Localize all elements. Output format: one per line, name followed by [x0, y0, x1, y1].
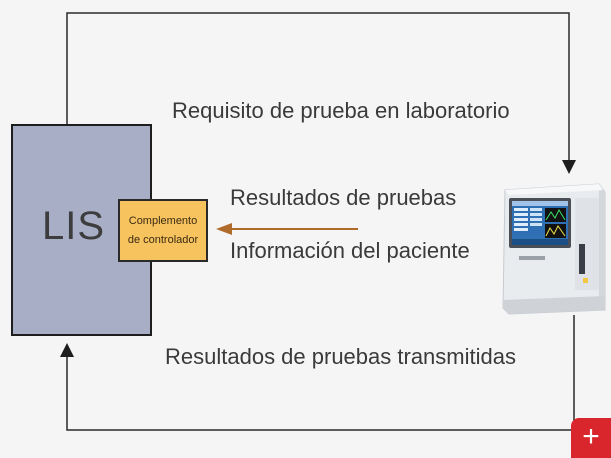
transmitted-arrowhead [60, 343, 74, 357]
driver-plugin-box: Complemento de controlador [118, 199, 208, 262]
request-arrowhead [562, 160, 576, 174]
add-button[interactable]: + [571, 418, 611, 458]
request-flow-line [66, 12, 570, 162]
results-arrowhead [216, 223, 232, 235]
hematology-analyzer-icon [502, 183, 606, 315]
patient-info-label: Información del paciente [230, 238, 470, 263]
request-label: Requisito de prueba en laboratorio [172, 98, 510, 123]
lis-label: LIS [42, 204, 106, 248]
driver-plugin-line2: de controlador [127, 233, 199, 246]
plus-icon: + [582, 420, 600, 453]
transmitted-results-label: Resultados de pruebas transmitidas [165, 344, 516, 369]
driver-plugin-line1: Complemento [128, 214, 198, 227]
transmitted-flow-line [66, 315, 575, 431]
results-label: Resultados de pruebas [230, 185, 457, 210]
